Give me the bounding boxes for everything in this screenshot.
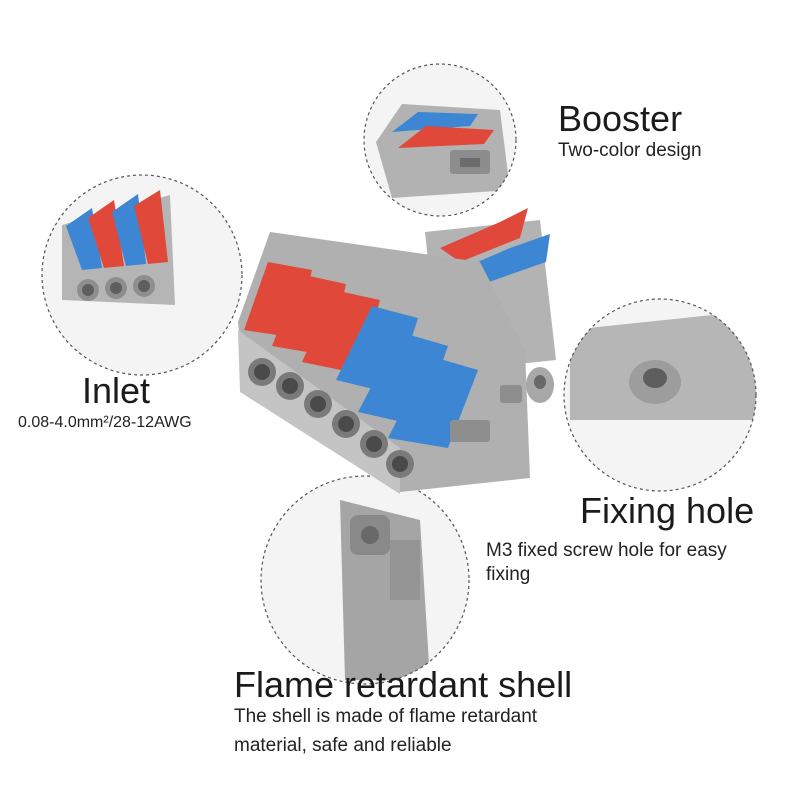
fixing-hole-desc-line2: fixing [486, 564, 531, 585]
fixing-hole-detail-circle [563, 298, 757, 492]
flame-shell-title: Flame retardant shell [234, 664, 573, 705]
booster-detail-circle [363, 63, 517, 217]
inlet-spec: 0.08-4.0mm²/28-12AWG [18, 414, 192, 431]
booster-title: Booster [558, 98, 683, 139]
inlet-detail-circle [41, 174, 243, 376]
fixing-hole-desc-line1: M3 fixed screw hole for easy [486, 540, 727, 561]
flame-shell-desc-line1: The shell is made of flame retardant [234, 706, 538, 727]
flame-shell-desc-line2: material, safe and reliable [234, 735, 452, 756]
fixing-hole-title: Fixing hole [580, 490, 755, 531]
inlet-title: Inlet [82, 370, 151, 411]
shell-detail-circle [260, 475, 470, 685]
connector-body [238, 208, 556, 494]
booster-desc: Two-color design [558, 140, 702, 161]
